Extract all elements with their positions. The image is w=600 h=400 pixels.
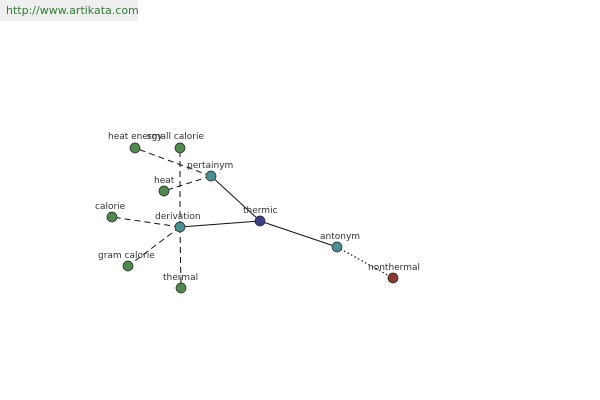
node-gram-calorie[interactable] (122, 260, 134, 272)
node-small-calorie[interactable] (174, 142, 186, 154)
label-pertainym: pertainym (187, 161, 233, 171)
edge-thermic-derivation (179, 220, 261, 228)
label-thermal: thermal (163, 273, 198, 283)
node-pertainym[interactable] (205, 170, 217, 182)
label-heat-energy: heat energy (108, 132, 163, 142)
node-thermal[interactable] (175, 282, 187, 294)
node-derivation[interactable] (174, 221, 186, 233)
label-antonym: antonym (320, 232, 360, 242)
label-derivation: derivation (155, 212, 201, 222)
edge-pertainym-heat (163, 175, 212, 192)
node-calorie[interactable] (106, 211, 118, 223)
edge-antonym-nonthermal (336, 246, 394, 279)
edge-derivation-gram-calorie (127, 226, 181, 267)
node-heat[interactable] (158, 185, 170, 197)
edge-pertainym-heat-energy (134, 147, 212, 177)
label-gram-calorie: gram calorie (98, 251, 155, 261)
label-heat: heat (154, 176, 175, 186)
edge-derivation-calorie (111, 216, 181, 228)
edge-thermic-antonym (259, 220, 338, 248)
site-url-link[interactable]: http://www.artikata.com (0, 0, 139, 21)
edge-thermic-pertainym (210, 175, 261, 222)
label-nonthermal: nonthermal (368, 263, 420, 273)
node-heat-energy[interactable] (129, 142, 141, 154)
node-nonthermal[interactable] (387, 272, 399, 284)
label-small-calorie: small calorie (147, 132, 205, 142)
label-calorie: calorie (95, 202, 126, 212)
label-thermic: thermic (243, 206, 278, 216)
edge-derivation-thermal (179, 226, 182, 289)
node-antonym[interactable] (331, 241, 343, 253)
node-thermic[interactable] (254, 215, 266, 227)
